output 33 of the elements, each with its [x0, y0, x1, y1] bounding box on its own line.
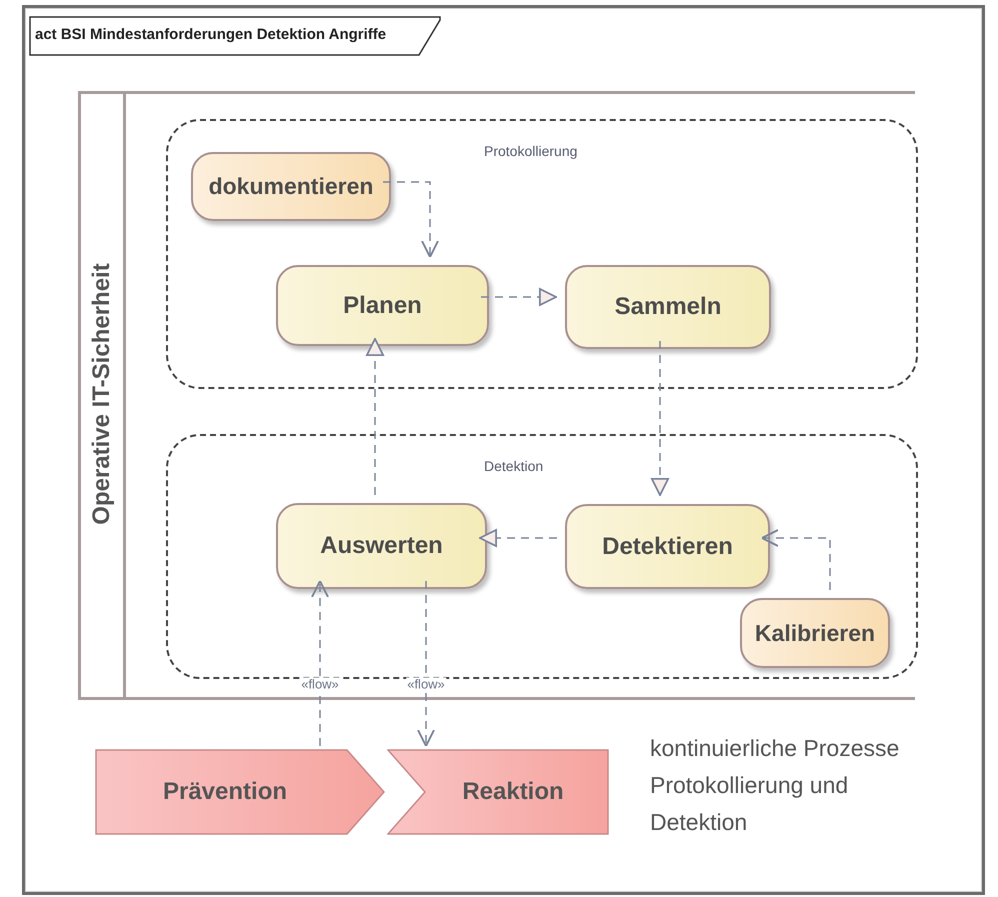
edge-label: «flow» [300, 678, 340, 690]
dashed-arrow [366, 338, 384, 495]
frame-title: act BSI Mindestanforderungen Detektion Angriffe [35, 25, 386, 45]
group-label: Protokollierung [484, 142, 578, 161]
diagram-frame [22, 5, 985, 895]
dashed-arrow [383, 181, 439, 258]
activity-label: Sammeln [614, 292, 722, 322]
activity-box [191, 152, 391, 221]
activity-box [565, 265, 771, 349]
dashed-group [166, 119, 918, 389]
dashed-arrow [417, 581, 435, 747]
dashed-arrow [651, 341, 669, 496]
dashed-arrow [311, 580, 329, 746]
activity-box [565, 504, 770, 589]
dashed-arrow [481, 288, 557, 306]
dashed-arrow [479, 529, 557, 547]
activity-label: Kalibrieren [754, 618, 876, 648]
activity-label: Auswerten [320, 531, 443, 561]
stage-label: Reaktion [462, 777, 564, 807]
stage-label: Prävention [162, 777, 288, 807]
dashed-group [166, 434, 918, 679]
note-text: kontinuierliche Prozesse Protokollierung und Detektion [650, 734, 900, 837]
dashed-arrow [761, 529, 831, 590]
group-label: Detektion [484, 457, 544, 476]
lane-label: Operative IT-Sicherheit [87, 263, 116, 525]
activity-label: Detektieren [602, 532, 733, 562]
activity-box [276, 265, 489, 346]
activity-label: Planen [343, 290, 422, 320]
activity-box [740, 598, 890, 668]
activity-label: dokumentieren [208, 172, 374, 202]
edge-label: «flow» [406, 678, 446, 690]
activity-box [276, 503, 487, 589]
swimlane [78, 91, 915, 700]
